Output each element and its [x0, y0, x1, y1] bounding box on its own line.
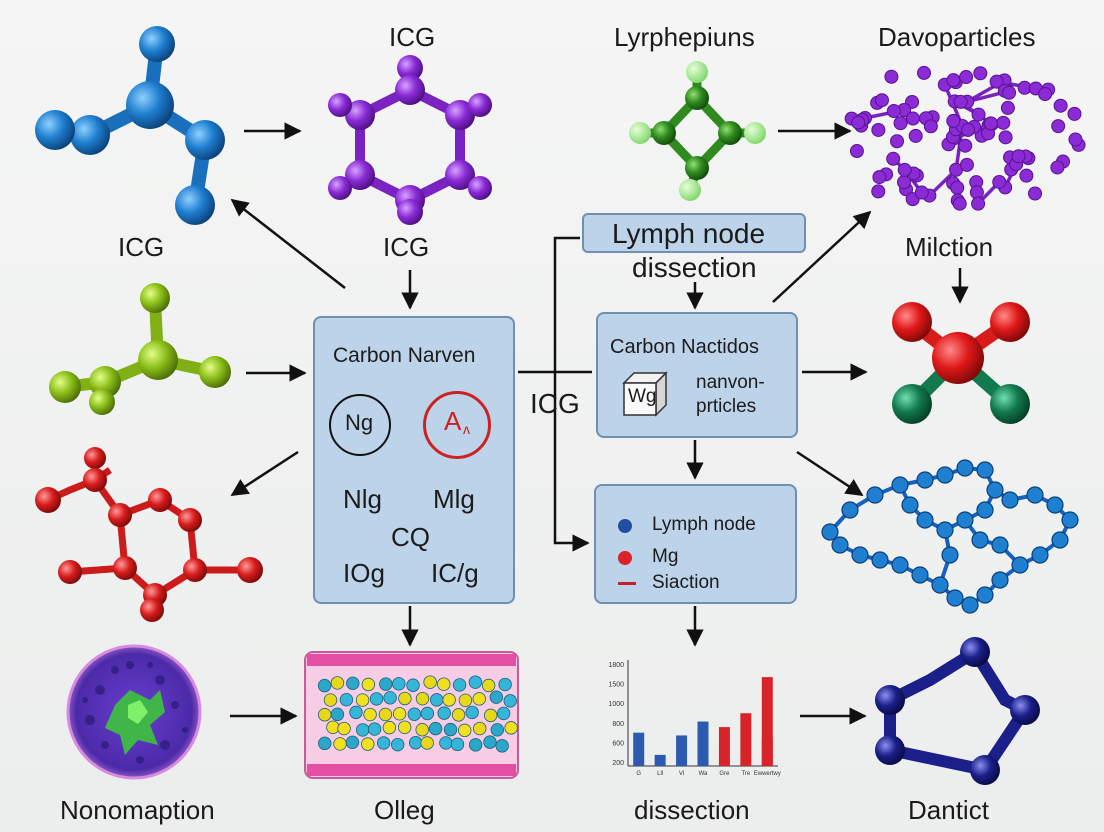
chart-bar — [697, 721, 709, 766]
arrow-box-to-red — [230, 450, 299, 497]
label-dissection: dissection — [634, 795, 750, 825]
legend-marker-line-red — [618, 582, 636, 585]
ng-circle — [329, 394, 391, 456]
chart-bar — [718, 727, 730, 766]
lymph-node-dissection-box — [582, 213, 806, 253]
connector-center — [518, 236, 580, 374]
lymph-vessel-olleg — [304, 651, 519, 779]
chart-bar — [761, 677, 773, 766]
carbon-narven-box: Carbon Narven Ng A ʌ Nlg Mlg CQ IOg IC/g — [313, 316, 515, 604]
legend-marker-dot-red — [618, 551, 632, 565]
chart-bar — [654, 754, 666, 766]
cube-label: Wg — [628, 386, 657, 407]
molecule-blue-chain — [821, 459, 1079, 614]
chart-xtick-label: G — [636, 771, 641, 777]
arrow-lymph-to-davo — [772, 210, 872, 303]
chart-ytick-label: 1500 — [608, 682, 624, 689]
a-circle-label: A — [444, 406, 462, 436]
legend-item-lymph-node: Lymph node — [618, 514, 788, 538]
label-olleg: Olleg — [374, 795, 435, 825]
carbon-nactidos-title: Carbon Nactidos — [610, 336, 759, 358]
label-nonomaption: Nonomaption — [60, 795, 215, 825]
carbon-nactidos-box: Carbon Nactidos Wg nanvon- prticles — [596, 312, 798, 438]
chart-bar — [633, 732, 645, 766]
cq-label: CQ — [391, 522, 430, 552]
lymph-box-line2: dissection — [632, 252, 757, 283]
molecule-green-square — [629, 61, 766, 201]
carbon-narven-title: Carbon Narven — [333, 344, 476, 367]
molecule-red-ring — [35, 447, 263, 622]
label-top-icg: ICG — [389, 22, 436, 52]
molecule-red-teal — [892, 302, 1030, 424]
arrow-box-to-blue — [230, 198, 346, 289]
legend-label-mg: Mg — [652, 546, 679, 567]
icg-slash-label: IC/g — [431, 558, 479, 588]
legend-label-siaction: Siaction — [652, 572, 720, 593]
label-milction: Milction — [905, 232, 994, 262]
legend-item-siaction: Siaction — [618, 572, 788, 596]
label-top-lyrphepiuns: Lyrphepiuns — [614, 22, 755, 52]
chart-ytick-label: 1800 — [608, 662, 624, 669]
chart-bar — [676, 735, 688, 766]
chart-xtick-label: Gre — [719, 771, 730, 777]
chart-ytick-label: 600 — [612, 740, 624, 747]
legend-item-mg: Mg — [618, 546, 788, 570]
label-icg-left: ICG — [118, 232, 165, 262]
label-top-davoparticles: Davoparticles — [878, 22, 1036, 52]
molecule-blue — [35, 26, 225, 225]
legend-marker-dot-blue — [618, 519, 632, 533]
nlg-label: Nlg — [343, 484, 383, 514]
chart-ytick-label: 200 — [612, 760, 624, 767]
chart-xtick-label: Tre — [741, 771, 750, 777]
chart-xtick-label: Lll — [657, 771, 663, 777]
arrow-center-to-legend — [553, 372, 590, 552]
lymph-box-line1: Lymph node — [612, 218, 766, 249]
nanoparticles-line1: nanvon- — [696, 372, 765, 393]
label-icg-mid: ICG — [383, 232, 430, 262]
chart-ytick-label: 1000 — [608, 701, 624, 708]
cube-icon — [622, 371, 668, 417]
legend-box: Lymph node Mg Siaction — [594, 484, 797, 604]
molecule-navy — [875, 637, 1040, 785]
chart-xtick-label: Vl — [679, 771, 684, 777]
a-circle — [423, 391, 491, 459]
mlg-label: Mlg — [433, 484, 475, 514]
a-circle-sublabel: ʌ — [463, 421, 470, 437]
cell-image-nonomaption — [66, 644, 202, 780]
chart-ytick-label: 800 — [612, 721, 624, 728]
label-dantict: Dantict — [908, 795, 989, 825]
chart-xtick-label: Wa — [699, 771, 708, 777]
molecule-lime — [49, 283, 231, 415]
nanoparticles-line2: prticles — [696, 396, 757, 417]
chart-xtick-label: Ewwertwy — [754, 771, 781, 777]
nanoparticle-cluster-purple — [844, 65, 1086, 211]
ng-circle-label: Ng — [345, 410, 374, 435]
molecule-purple-ring — [328, 55, 492, 225]
chart-bar — [761, 738, 773, 766]
chart-bar — [740, 713, 752, 766]
arrow-nactidos-to-chain — [796, 450, 864, 497]
iog-label: IOg — [343, 558, 385, 588]
label-icg-center: ICG — [530, 388, 580, 419]
legend-label-lymph-node: Lymph node — [652, 514, 756, 535]
